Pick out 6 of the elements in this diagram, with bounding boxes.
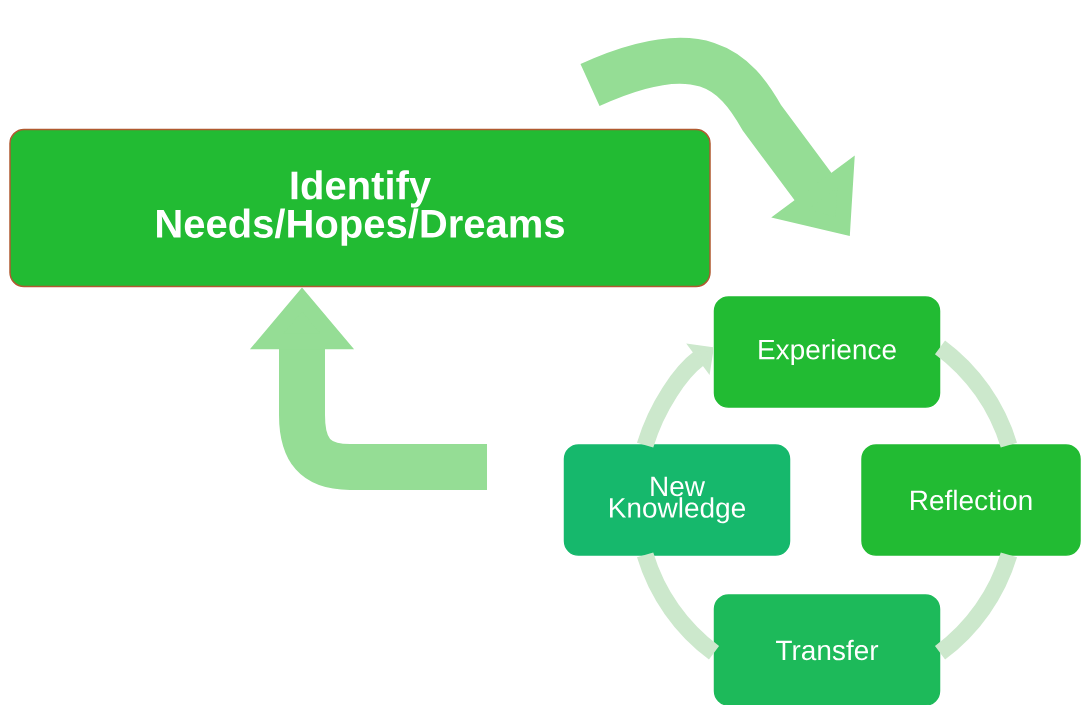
title-box: Identify Needs/Hopes/Dreams (9, 128, 711, 288)
process-box: Experience (713, 296, 941, 408)
cycle-arrow (637, 343, 714, 448)
process-box: Transfer (713, 594, 941, 705)
process-box: Reflection (861, 444, 1081, 556)
process-box: New Knowledge (563, 444, 791, 556)
